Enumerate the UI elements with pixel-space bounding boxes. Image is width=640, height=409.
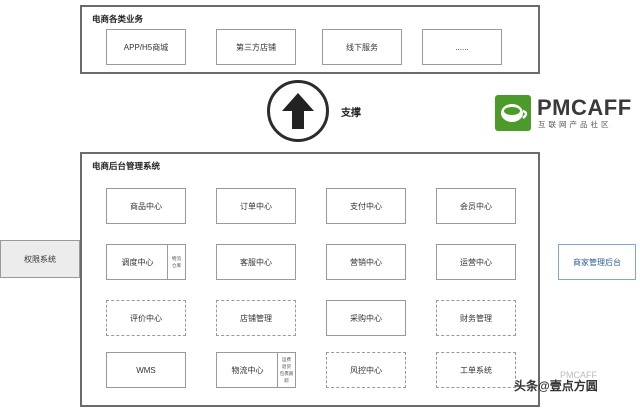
- dispatch-subitems: 物流 仓库: [167, 245, 185, 279]
- module-goods: 商品中心: [106, 188, 186, 224]
- module-dispatch: 调度中心 物流 仓库: [106, 244, 186, 280]
- business-box-thirdparty: 第三方店铺: [216, 29, 296, 65]
- module-logistics: 物流中心 运费 退货 包裹跟踪: [216, 352, 296, 388]
- watermark-faint: PMCAFF: [560, 370, 597, 380]
- module-payment: 支付中心: [326, 188, 406, 224]
- logo-subtitle: 互联网产品社区: [538, 120, 612, 129]
- business-panel: 电商各类业务 APP/H5商城 第三方店铺 线下服务 ......: [80, 5, 540, 74]
- dispatch-subitem-warehouse: 仓库: [171, 263, 182, 268]
- logistics-subitem-tracking: 包裹跟踪: [279, 371, 294, 383]
- backend-panel: 电商后台管理系统 商品中心 订单中心 支付中心 会员中心 调度中心 物流 仓库 …: [80, 152, 540, 407]
- module-operations: 运营中心: [436, 244, 516, 280]
- business-panel-title: 电商各类业务: [92, 14, 144, 24]
- business-box-app: APP/H5商城: [106, 29, 186, 65]
- module-purchase: 采购中心: [326, 300, 406, 336]
- cup-logo-icon: [495, 95, 531, 131]
- module-marketing: 营销中心: [326, 244, 406, 280]
- module-reviews: 评价中心: [106, 300, 186, 336]
- module-wms: WMS: [106, 352, 186, 388]
- merchant-admin-box: 商家管理后台: [558, 244, 636, 280]
- module-risk: 风控中心: [326, 352, 406, 388]
- dispatch-subitem-logistics: 物流: [171, 256, 182, 261]
- module-dispatch-label: 调度中心: [121, 257, 154, 267]
- module-orders: 订单中心: [216, 188, 296, 224]
- business-box-offline: 线下服务: [322, 29, 402, 65]
- module-finance: 财务管理: [436, 300, 516, 336]
- business-box-more: ......: [422, 29, 502, 65]
- pmcaff-logo: PMCAFF 互联网产品社区: [495, 95, 635, 131]
- module-store: 店铺管理: [216, 300, 296, 336]
- logistics-subitem-return: 退货: [281, 364, 292, 369]
- module-logistics-label: 物流中心: [231, 365, 264, 375]
- permission-system-box: 权限系统: [0, 240, 80, 278]
- support-label: 支撑: [341, 108, 361, 119]
- module-members: 会员中心: [436, 188, 516, 224]
- support-arrow-icon: [267, 80, 329, 142]
- backend-panel-title: 电商后台管理系统: [92, 161, 161, 171]
- module-tickets: 工单系统: [436, 352, 516, 388]
- module-service: 客服中心: [216, 244, 296, 280]
- logistics-subitem-freight: 运费: [281, 357, 292, 362]
- watermark: 头条@壹点方圆: [514, 379, 598, 393]
- logistics-subitems: 运费 退货 包裹跟踪: [277, 353, 295, 387]
- logo-name: PMCAFF: [537, 95, 632, 120]
